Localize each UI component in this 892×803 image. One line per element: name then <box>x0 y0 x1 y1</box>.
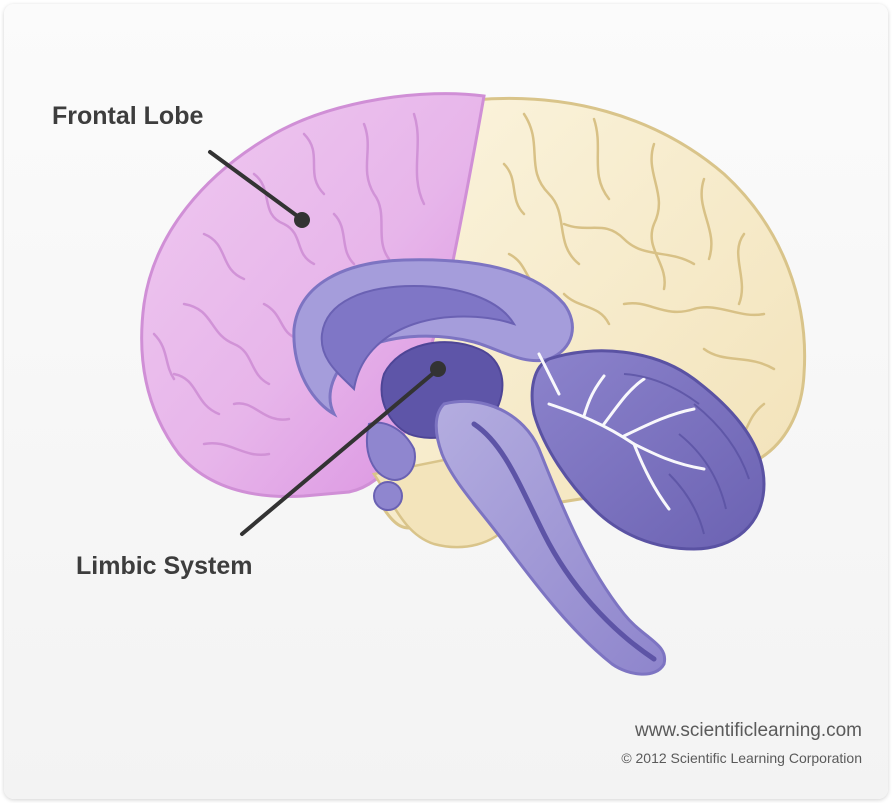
diagram-card: Frontal Lobe Limbic System www.scientifi… <box>4 4 888 799</box>
credit-url: www.scientificlearning.com <box>635 720 862 742</box>
credit-copyright: © 2012 Scientific Learning Corporation <box>621 750 862 766</box>
frontal-lobe-marker <box>294 212 310 228</box>
pituitary <box>374 482 402 510</box>
limbic-system-label: Limbic System <box>76 552 252 581</box>
limbic-system-marker <box>430 361 446 377</box>
frontal-lobe-label: Frontal Lobe <box>52 102 203 131</box>
